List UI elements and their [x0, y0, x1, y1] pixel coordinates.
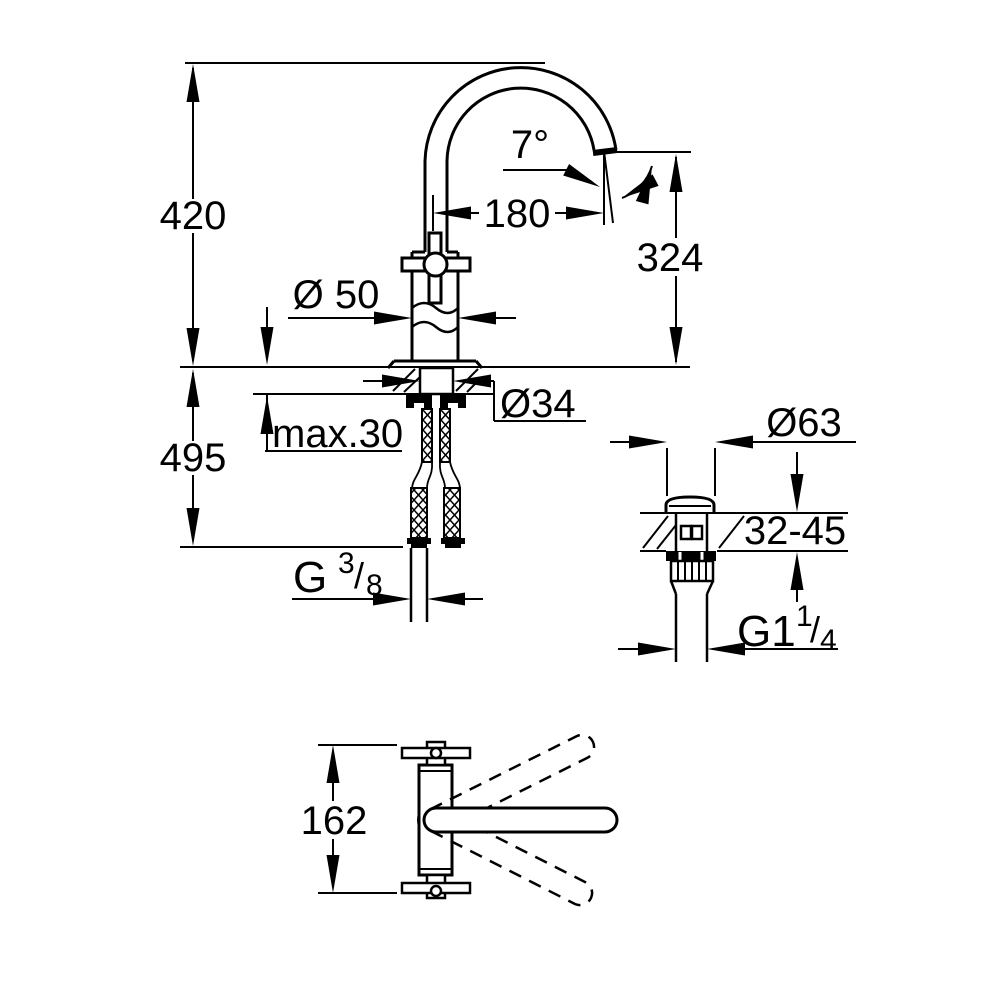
label-dia50: Ø 50 [293, 273, 380, 317]
drain-body-in-deck [674, 513, 709, 551]
label-g38-slash: / [354, 555, 364, 596]
ext-lines-63 [666, 448, 716, 496]
label-g38-prefix: G [293, 553, 327, 602]
dim-width-162: 162 [301, 744, 397, 894]
drain-deck-section [640, 512, 848, 552]
cross-handle [400, 231, 472, 305]
mounting-nut-right [440, 395, 466, 408]
label-7deg: 7° [511, 123, 549, 167]
label-dia34: Ø34 [500, 382, 576, 426]
faucet-body [386, 250, 484, 369]
dim-dia-50: Ø 50 [288, 273, 516, 331]
spout-inner-arc [445, 86, 596, 252]
break-line-upper [411, 301, 459, 315]
label-162: 162 [301, 799, 368, 843]
mounting-shank [418, 366, 455, 396]
body-outline [410, 250, 460, 361]
spout-position-upper-dashed [430, 733, 596, 833]
hose-nut-left [407, 538, 431, 548]
drain-deck-hatching [642, 515, 745, 550]
swivel-spout-solid [422, 806, 619, 834]
spout-position-lower-dashed [430, 807, 594, 907]
label-g38-numerator: 3 [338, 547, 355, 580]
drain-taper [669, 580, 715, 595]
connection-pipe [409, 548, 429, 622]
drain-flange [664, 495, 716, 513]
handle-screw-lower [429, 884, 443, 898]
handle-top-view-upper [400, 740, 472, 767]
dim-height-324: 324 [607, 151, 704, 365]
handle-hub [422, 251, 449, 278]
label-g114-denominator: 4 [820, 624, 837, 657]
threaded-stud-right [439, 408, 451, 463]
braided-hose-left [410, 487, 428, 539]
dim-angle-7deg: 7° [503, 123, 659, 225]
label-dia63: Ø63 [766, 401, 842, 445]
hose-transitions [411, 461, 461, 489]
dim-dia-34: Ø34 [363, 374, 586, 426]
top-view: 162 [301, 733, 619, 907]
supply-hoses [407, 461, 465, 622]
label-g114-numerator: 1 [796, 600, 813, 633]
braided-hose-right [443, 487, 461, 539]
label-495: 495 [160, 436, 227, 480]
label-420: 420 [160, 194, 227, 238]
hose-nut-right [441, 538, 465, 548]
leader-dia34 [363, 380, 586, 422]
mounting-nut-left [406, 395, 432, 408]
ext-lines-162 [318, 744, 397, 894]
label-180: 180 [484, 192, 551, 236]
drain-flange-nut [666, 551, 716, 561]
drain-tailpipe [674, 594, 709, 662]
label-g114-slash: / [810, 609, 820, 650]
dim-thread-g114: G1 1 / 4 [618, 600, 838, 657]
drain-deck-lines [640, 512, 848, 552]
ext-ticks-50 [411, 301, 459, 331]
dim-reach-180: 180 [432, 192, 604, 236]
spout-outer-arc [423, 66, 618, 252]
swivel-spout-range [430, 733, 596, 907]
overflow-slot-left [679, 524, 693, 541]
mounting-hardware [406, 395, 466, 463]
lock-nut-ribs [677, 561, 707, 581]
label-324: 324 [637, 236, 704, 280]
drain-body [666, 551, 716, 662]
dim-thread-g38: G 3 / 8 [292, 547, 483, 606]
dim-dia-63: Ø63 [610, 401, 856, 496]
drain-view: Ø63 32-45 G1 1 / 4 [610, 401, 856, 662]
dim-deck-32-45: 32-45 [744, 452, 846, 602]
deck-section [180, 366, 690, 396]
handle-top-view-lower [400, 873, 472, 900]
label-g114-prefix: G1 [737, 607, 796, 656]
break-line-lower [411, 320, 459, 334]
overflow-slot-right [690, 524, 704, 541]
dim-height-420-495: 420 495 [160, 62, 545, 548]
label-max30: max.30 [272, 412, 403, 456]
label-g38-denominator: 8 [366, 569, 383, 602]
handle-screw-upper [429, 746, 443, 760]
body-cap-lines [419, 770, 452, 870]
angle-ref-tilted [603, 150, 614, 224]
label-3245: 32-45 [744, 509, 846, 553]
dim-max30: max.30 [260, 307, 403, 456]
front-view: 420 495 7° 180 324 [160, 62, 704, 622]
flange-nut-slits [678, 552, 704, 560]
drain-cap [664, 495, 716, 513]
threaded-stud-left [421, 408, 433, 463]
